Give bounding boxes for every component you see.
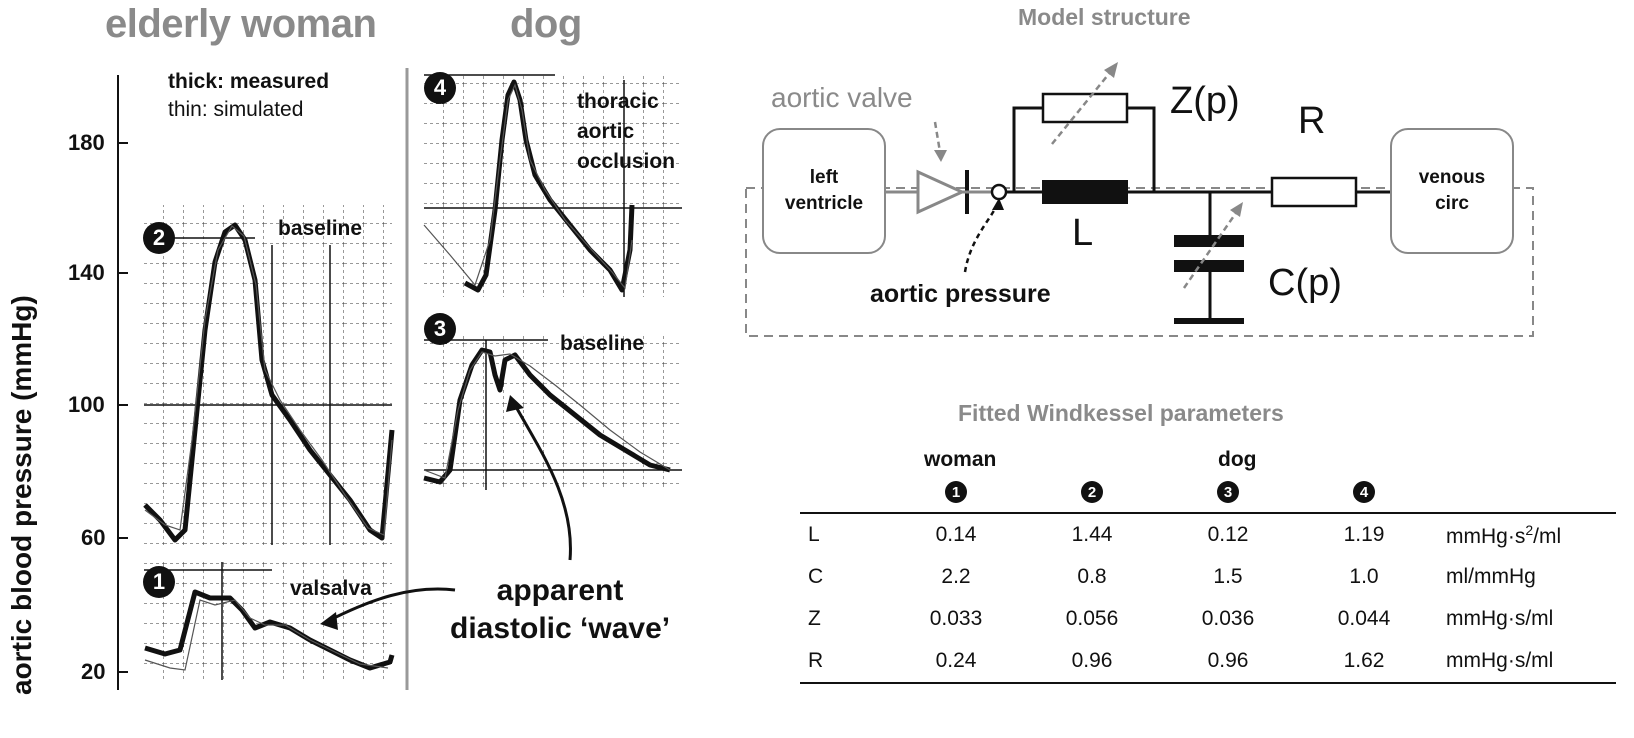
group-woman: woman — [924, 448, 997, 471]
legend-simulated: thin: simulated — [168, 98, 304, 121]
param-value: 0.8 — [1077, 565, 1107, 588]
label-baseline-dog: baseline — [560, 332, 645, 355]
label-R: R — [1298, 100, 1326, 142]
label-L: L — [1072, 212, 1094, 254]
table-badge-4: 4 — [1353, 481, 1375, 504]
label-occlusion-line1: thoracic — [577, 90, 659, 113]
label-Z: Z(p) — [1170, 80, 1240, 122]
venous-circ-line2: circ — [1435, 193, 1469, 214]
dog-occlusion-trace — [423, 79, 635, 293]
param-value: 1.0 — [1349, 565, 1379, 588]
param-value: 0.24 — [888, 640, 1024, 684]
legend-measured: thick: measured — [168, 70, 330, 93]
param-value: 1.19 — [1296, 512, 1432, 556]
left-ventricle-box: left ventricle — [762, 128, 886, 254]
param-value: 0.044 — [1337, 607, 1391, 630]
dog-baseline-trace — [423, 347, 671, 485]
param-value: 1.44 — [1024, 512, 1160, 556]
dog-trace-grid — [424, 74, 682, 490]
table-row: Z 0.033 0.056 0.036 0.044 mmHg·s/ml — [800, 598, 1616, 640]
param-unit: mmHg·s2/ml — [1432, 512, 1616, 556]
woman-valsalva-trace — [144, 589, 395, 671]
param-value: 0.12 — [1160, 512, 1296, 556]
table-row: R 0.24 0.96 0.96 1.62 mmHg·s/ml — [800, 640, 1616, 684]
pressure-traces-graphic — [117, 68, 682, 690]
left-ventricle-line2: ventricle — [784, 193, 864, 214]
param-name: R — [800, 640, 888, 684]
table-badge-2: 2 — [1081, 481, 1103, 504]
param-unit: mmHg·s/ml — [1432, 640, 1616, 684]
param-value: 2.2 — [941, 565, 971, 588]
label-aortic-pressure: aortic pressure — [870, 280, 1051, 308]
annotation-apparent-diastolic-wave: apparent diastolic ‘wave’ — [450, 572, 670, 648]
unit-sup: 2 — [1525, 521, 1534, 538]
y-tick-140: 140 — [68, 260, 105, 285]
param-unit: ml/mmHg — [1446, 565, 1536, 588]
badge-3: 3 — [424, 313, 456, 345]
label-valsalva: valsalva — [290, 577, 372, 600]
label-C: C(p) — [1268, 262, 1342, 304]
annotation-line1: apparent — [496, 574, 624, 607]
param-name: C — [808, 565, 824, 588]
venous-circ-line1: venous — [1418, 167, 1486, 188]
y-tick-60: 60 — [81, 525, 106, 550]
label-occlusion-line2: aortic — [577, 120, 635, 143]
model-title: Model structure — [1018, 4, 1191, 30]
y-tick-20: 20 — [81, 659, 106, 684]
param-value: 0.14 — [888, 512, 1024, 556]
param-value: 0.96 — [1160, 640, 1296, 684]
param-value: 1.5 — [1213, 565, 1243, 588]
y-tick-100: 100 — [68, 392, 105, 417]
params-table: 1 2 3 4 L 0.14 1.44 0.12 1.19 mmHg·s2/ml… — [800, 470, 1616, 684]
badge-1: 1 — [143, 566, 175, 598]
param-name: Z — [808, 607, 821, 630]
y-axis — [117, 75, 128, 690]
badge-4: 4 — [424, 72, 456, 104]
label-aortic-valve: aortic valve — [771, 82, 913, 113]
title-elderly-woman: elderly woman — [105, 2, 377, 46]
badge-2: 2 — [143, 222, 175, 254]
param-name: L — [800, 512, 888, 556]
woman-baseline-trace — [143, 222, 395, 543]
param-value: 0.056 — [1065, 607, 1119, 630]
label-baseline-woman: baseline — [278, 217, 363, 240]
y-axis-label: aortic blood pressure (mmHg) — [6, 295, 37, 695]
table-row: L 0.14 1.44 0.12 1.19 mmHg·s2/ml — [800, 512, 1616, 556]
param-value: 0.033 — [929, 607, 983, 630]
left-ventricle-line1: left — [809, 167, 839, 188]
table-row: C 2.2 0.8 1.5 1.0 ml/mmHg — [800, 556, 1616, 598]
label-occlusion-line3: occlusion — [577, 150, 676, 173]
param-value: 0.96 — [1024, 640, 1160, 684]
params-title: Fitted Windkessel parameters — [958, 400, 1284, 426]
param-value: 0.036 — [1201, 607, 1255, 630]
unit-tail: /ml — [1533, 524, 1562, 548]
table-badge-1: 1 — [945, 481, 967, 504]
venous-circ-box: venous circ — [1390, 128, 1514, 254]
annotation-line2: diastolic ‘wave’ — [450, 612, 671, 645]
group-dog: dog — [1218, 448, 1257, 471]
y-tick-180: 180 — [68, 130, 105, 155]
param-unit: mmHg·s/ml — [1446, 607, 1554, 630]
unit-base: mmHg·s — [1446, 524, 1526, 548]
table-badge-3: 3 — [1217, 481, 1239, 504]
annotation-arrows — [329, 404, 572, 622]
param-value: 1.62 — [1296, 640, 1432, 684]
circuit-diagram — [745, 62, 1534, 337]
title-dog: dog — [510, 2, 582, 46]
params-badge-row: 1 2 3 4 — [800, 470, 1616, 513]
